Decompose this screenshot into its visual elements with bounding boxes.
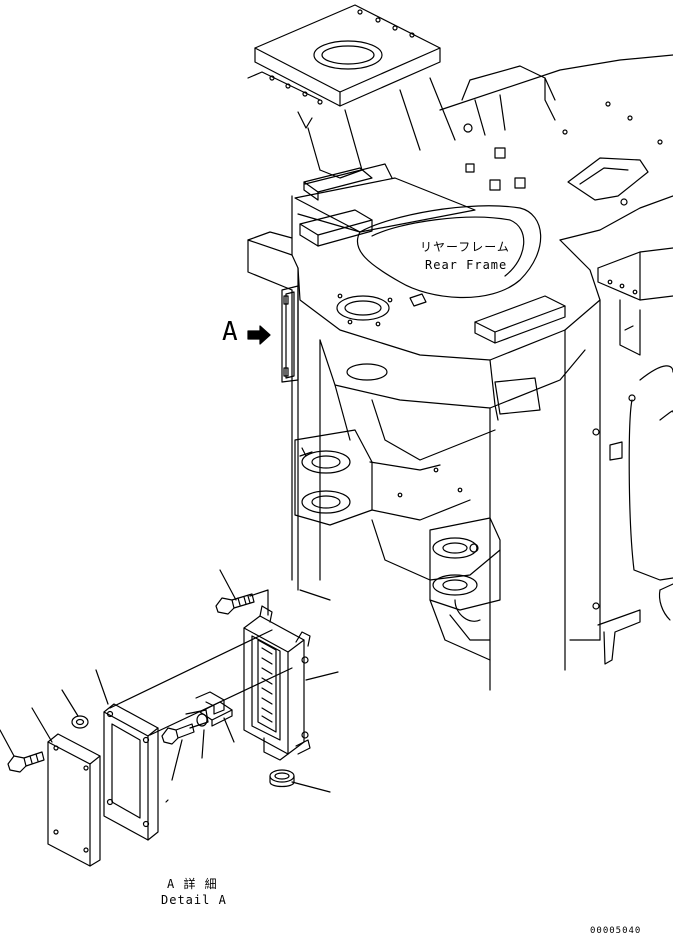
cover-plate — [47, 733, 101, 867]
clamp-bracket — [195, 691, 233, 727]
grommet — [269, 769, 295, 788]
view-a-label: A — [222, 317, 238, 347]
detail-a-drawing — [0, 569, 339, 867]
rear-frame-label-en: Rear Frame — [425, 258, 508, 272]
washer — [71, 715, 89, 729]
rear-frame-drawing — [247, 4, 673, 691]
gasket — [103, 703, 159, 841]
view-a-indicator — [247, 285, 299, 383]
detail-a-label-en: Detail A — [161, 893, 227, 907]
bolt-top — [215, 593, 255, 615]
drawing-number: 00005040 — [590, 926, 642, 936]
rear-frame-label-jp: リヤーフレーム — [420, 240, 510, 254]
connector-housing — [243, 605, 311, 761]
detail-a-label-jp: A 詳 細 — [167, 877, 218, 891]
small-bolt — [161, 709, 209, 745]
